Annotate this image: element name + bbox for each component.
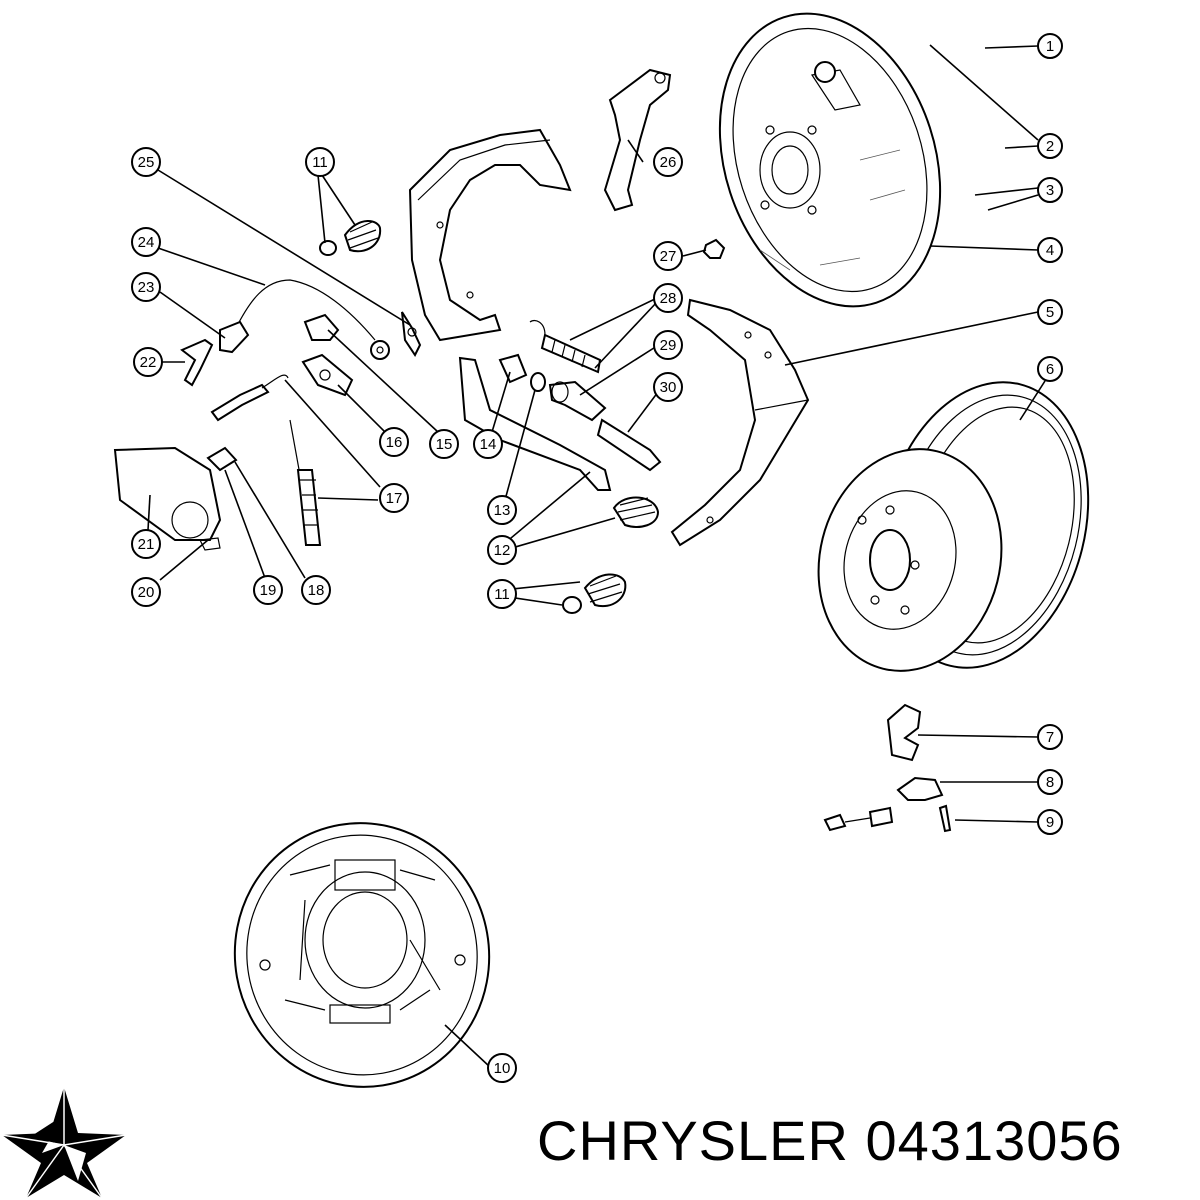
part-caption: CHRYSLER 04313056 [537, 1108, 1123, 1173]
svg-text:2: 2 [1046, 138, 1054, 155]
svg-text:8: 8 [1046, 774, 1054, 791]
callout-6: 6 [1037, 356, 1063, 382]
callout-8: 8 [1037, 769, 1063, 795]
svg-text:7: 7 [1046, 729, 1054, 746]
svg-text:3: 3 [1046, 182, 1054, 199]
callout-11-bottom: 11 [487, 579, 517, 609]
svg-text:6: 6 [1046, 361, 1054, 378]
leader-lines [147, 44, 1046, 1068]
callout-5: 5 [1037, 299, 1063, 325]
callout-2: 2 [1037, 133, 1063, 159]
callout-12: 12 [487, 535, 517, 565]
svg-text:18: 18 [308, 582, 325, 599]
pentastar-icon [1, 1087, 127, 1199]
brake-shoe-primary [408, 128, 572, 342]
sensor-connector [896, 776, 944, 801]
callout-24: 24 [131, 227, 161, 257]
wheel-cylinder [113, 446, 222, 551]
svg-text:12: 12 [494, 542, 511, 559]
brake-drum [817, 381, 1090, 672]
callout-26: 26 [653, 147, 683, 177]
callout-30: 30 [653, 372, 683, 402]
part-number: 04313056 [865, 1109, 1123, 1172]
anchor-plate [301, 353, 354, 397]
sensor-bracket [886, 703, 922, 762]
svg-text:10: 10 [494, 1060, 511, 1077]
cable-guide [401, 311, 422, 357]
adjuster-bolt [596, 418, 662, 472]
svg-text:23: 23 [138, 279, 155, 296]
callout-10: 10 [487, 1053, 517, 1083]
brand-name: CHRYSLER [537, 1109, 849, 1172]
nut [702, 238, 726, 259]
svg-text:25: 25 [138, 154, 155, 171]
svg-text:22: 22 [140, 354, 157, 371]
svg-text:15: 15 [436, 436, 453, 453]
svg-text:20: 20 [138, 584, 155, 601]
callout-16: 16 [379, 427, 409, 457]
svg-text:30: 30 [660, 379, 677, 396]
callout-25: 25 [131, 147, 161, 177]
svg-text:1: 1 [1046, 38, 1054, 55]
backing-plate [718, 12, 942, 308]
svg-text:11: 11 [494, 586, 510, 603]
callout-28: 28 [653, 283, 683, 313]
bleeder-screw [206, 446, 238, 472]
brake-shoe-secondary [670, 298, 810, 547]
svg-text:13: 13 [494, 502, 511, 519]
callout-7: 7 [1037, 724, 1063, 750]
callout-11-top: 11 [305, 147, 335, 177]
lower-spring [612, 496, 660, 528]
adjuster-screw [498, 353, 528, 384]
callout-19: 19 [253, 575, 283, 605]
callout-20: 20 [131, 577, 161, 607]
callout-14: 14 [473, 429, 503, 459]
callout-15: 15 [429, 429, 459, 459]
cable-end [219, 320, 250, 354]
hold-down-spring-top [319, 220, 382, 256]
upper-return-spring [529, 319, 602, 374]
svg-text:4: 4 [1046, 242, 1054, 259]
callout-29: 29 [653, 330, 683, 360]
parking-brake-cable [234, 279, 390, 360]
svg-text:19: 19 [260, 582, 277, 599]
svg-text:24: 24 [138, 234, 155, 251]
callout-3: 3 [1037, 177, 1063, 203]
svg-text:26: 26 [660, 154, 677, 171]
callout-17: 17 [379, 483, 409, 513]
svg-text:5: 5 [1046, 304, 1054, 321]
svg-text:17: 17 [386, 490, 403, 507]
abs-sensor [823, 804, 952, 833]
svg-text:28: 28 [660, 290, 677, 307]
callout-4: 4 [1037, 237, 1063, 263]
callout-1: 1 [1037, 33, 1063, 59]
return-spring [210, 374, 322, 546]
callout-18: 18 [301, 575, 331, 605]
adjuster-lever [303, 313, 340, 341]
svg-text:11: 11 [312, 154, 328, 171]
hold-down-spring-bottom [562, 573, 627, 614]
callout-9: 9 [1037, 809, 1063, 835]
callout-21: 21 [131, 529, 161, 559]
washer [530, 372, 546, 392]
svg-text:29: 29 [660, 337, 677, 354]
callout-27: 27 [653, 241, 683, 271]
svg-text:9: 9 [1046, 814, 1054, 831]
svg-text:27: 27 [660, 248, 677, 265]
bracket [180, 338, 214, 387]
adjuster-pivot [548, 380, 607, 422]
parking-brake-lever [603, 68, 672, 212]
svg-text:14: 14 [480, 436, 497, 453]
callout-22: 22 [133, 347, 163, 377]
callout-23: 23 [131, 272, 161, 302]
assembled-brake [233, 822, 491, 1088]
svg-text:21: 21 [138, 536, 155, 553]
callout-13: 13 [487, 495, 517, 525]
svg-text:16: 16 [386, 434, 403, 451]
